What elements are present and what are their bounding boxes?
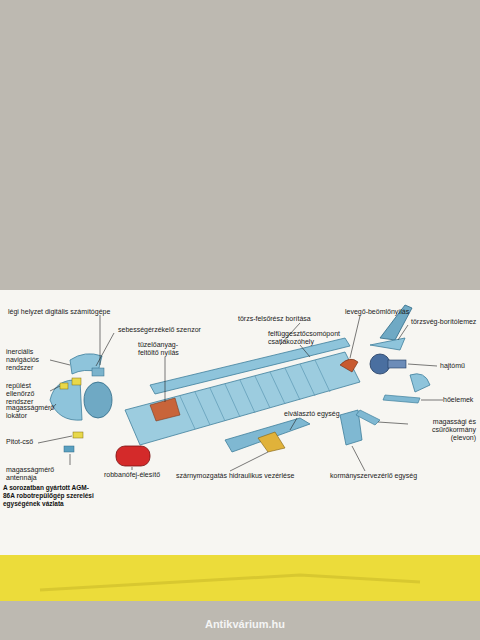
sensor-label: sebességérzékelő szenzor <box>118 326 228 334</box>
faint-drawing <box>40 575 420 590</box>
computer-label: légi helyzet digitális számítógépe <box>8 308 138 316</box>
wing <box>225 418 310 452</box>
watermark: Antikvárium.hu <box>190 618 300 630</box>
elevon <box>383 395 420 403</box>
intake-label: levegő-beömlőnyílás <box>345 308 425 316</box>
radar-altimeter-label: magasságmérő lokátor <box>6 404 50 420</box>
pitot-label: Pitot-cső <box>6 438 40 446</box>
flight-control-label: repülést ellenőrző rendszer <box>6 382 50 406</box>
ins-label: inerciális navigációs rendszer <box>6 348 54 372</box>
nose-bulkhead <box>84 382 112 418</box>
pylon-label: felfüggesztőcsomópont csatlakozóhely <box>268 330 348 346</box>
warhead <box>116 446 150 466</box>
arming-label: robbanófej-élesítő <box>104 471 174 479</box>
nose-cone <box>50 380 82 420</box>
engine <box>370 354 390 374</box>
wing-hydraulics-label: szárnymozgatás hidraulikus vezérlése <box>176 472 306 480</box>
fuel-port-label: tüzelőanyag-feltöltő nyílás <box>138 341 198 357</box>
servo-label: kormányszervezérlő egység <box>330 472 430 480</box>
elevon-label: magassági és csűrőkormány (elevon) <box>410 418 476 442</box>
antenna-label: magasságmérő antennája <box>6 466 86 482</box>
engine-label: hajtómű <box>440 362 476 370</box>
caption: A sorozatban gyártott AGM-86A robotrepül… <box>3 484 95 508</box>
tail-cone <box>410 374 430 392</box>
cover-label: törzs-felsőrész borítása <box>238 315 338 323</box>
leader-lines <box>38 315 443 471</box>
fuselage <box>125 352 360 445</box>
tail-cover-label: törzsvég-borítólemez <box>411 318 477 326</box>
separation-label: elválasztó egység <box>284 410 354 418</box>
wing-hydraulics <box>258 432 285 452</box>
air-intake <box>340 359 358 372</box>
yellow-band <box>0 555 480 601</box>
page-ground <box>0 601 480 640</box>
thermocouple-label: hőelemek <box>443 396 477 404</box>
paper <box>0 290 480 558</box>
